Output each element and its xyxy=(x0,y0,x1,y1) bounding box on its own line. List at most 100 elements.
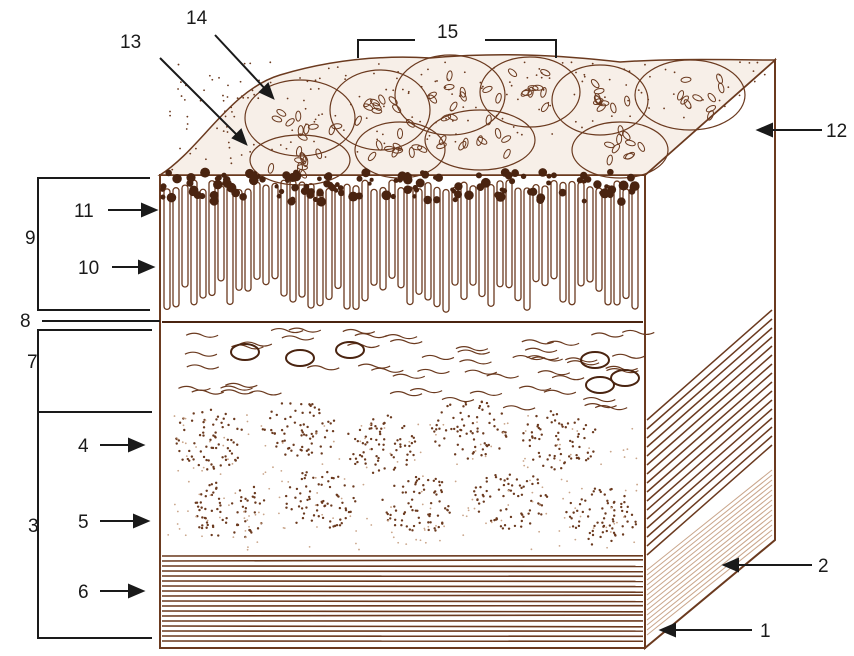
bundle-dot-faint xyxy=(315,477,317,479)
surface-dot xyxy=(249,63,251,65)
bundle-dot-faint xyxy=(316,492,318,494)
bundle-dot-faint xyxy=(247,546,249,548)
bundle-dot xyxy=(613,515,615,517)
bundle-dot xyxy=(435,428,437,430)
bundle-dot xyxy=(504,434,506,436)
surface-dot xyxy=(286,148,288,150)
surface-dot xyxy=(719,74,721,76)
bundle-dot xyxy=(242,506,244,508)
bundle-dot-faint xyxy=(561,479,563,481)
bundle-dot xyxy=(486,402,488,404)
bundle-dot xyxy=(203,426,205,428)
bundle-dot xyxy=(343,484,345,486)
bundle-dot xyxy=(437,514,439,516)
bundle-dot xyxy=(198,526,200,528)
bundle-dot-faint xyxy=(220,473,222,475)
bundle-dot-faint xyxy=(223,437,225,439)
bundle-dot xyxy=(585,424,587,426)
bundle-dot xyxy=(631,526,633,528)
bundle-dot xyxy=(221,456,223,458)
bundle-dot xyxy=(578,457,580,459)
bundle-dot xyxy=(480,454,482,456)
bundle-dot-faint xyxy=(593,527,595,529)
bundle-dot xyxy=(232,441,234,443)
bundle-dot xyxy=(474,494,476,496)
surface-dot xyxy=(227,131,229,133)
bundle-dot xyxy=(300,449,302,451)
label-3: 3 xyxy=(28,516,39,537)
surface-dot xyxy=(475,107,477,109)
bundle-dot xyxy=(191,455,193,457)
bundle-dot xyxy=(294,410,296,412)
bundle-dot xyxy=(309,411,311,413)
bundle-dot xyxy=(301,472,303,474)
bundle-dot xyxy=(411,509,413,511)
villus-tip xyxy=(496,193,501,198)
villus-tip xyxy=(316,197,326,207)
villus-tip xyxy=(505,172,513,180)
surface-dot xyxy=(517,132,519,134)
surface-dot xyxy=(396,77,398,79)
bundle-dot xyxy=(446,509,448,511)
bundle-dot xyxy=(337,476,339,478)
bundle-dot xyxy=(321,452,323,454)
bundle-dot xyxy=(318,408,320,410)
bundle-dot-faint xyxy=(384,427,386,429)
label-13: 13 xyxy=(120,32,141,53)
bundle-dot xyxy=(433,527,435,529)
surface-dot xyxy=(429,135,431,137)
villus-tip xyxy=(303,186,310,193)
bundle-dot xyxy=(609,524,611,526)
bundle-dot xyxy=(212,526,214,528)
bundle-dot-faint xyxy=(538,531,540,533)
bundle-dot xyxy=(476,499,478,501)
bundle-dot xyxy=(309,437,311,439)
bundle-dot xyxy=(281,402,283,404)
villus-tip xyxy=(527,188,534,195)
bundle-dot xyxy=(572,511,574,513)
bundle-dot xyxy=(181,458,183,460)
bundle-dot-faint xyxy=(282,442,284,444)
bundle-dot xyxy=(401,519,403,521)
bundle-dot xyxy=(236,511,238,513)
surface-dot xyxy=(584,76,586,78)
surface-dot xyxy=(307,80,309,82)
bundle-dot-faint xyxy=(209,441,211,443)
bundle-dot xyxy=(205,459,207,461)
bundle-dot xyxy=(394,519,396,521)
surface-dot xyxy=(249,151,251,153)
bundle-dot xyxy=(225,522,227,524)
bundle-dot xyxy=(202,421,204,423)
bundle-dot-faint xyxy=(185,418,187,420)
striation-line xyxy=(162,571,643,572)
bundle-dot xyxy=(401,427,403,429)
surface-dot xyxy=(343,129,345,131)
bundle-dot xyxy=(418,478,420,480)
bundle-dot-faint xyxy=(466,515,468,517)
bundle-dot-faint xyxy=(167,534,169,536)
bundle-dot-faint xyxy=(635,458,637,460)
surface-dot xyxy=(233,116,235,118)
bundle-dot xyxy=(510,516,512,518)
bundle-dot xyxy=(535,415,537,417)
bundle-dot xyxy=(321,476,323,478)
villus-tip xyxy=(316,189,323,196)
bundle-dot xyxy=(349,458,351,460)
bundle-dot xyxy=(438,444,440,446)
bundle-dot xyxy=(601,522,603,524)
bundle-dot xyxy=(434,490,436,492)
surface-dot xyxy=(310,88,312,90)
surface-dot xyxy=(253,144,255,146)
surface-dot xyxy=(205,158,207,160)
bundle-dot xyxy=(408,445,410,447)
bundle-dot xyxy=(223,418,225,420)
label-8: 8 xyxy=(20,311,31,332)
label-7: 7 xyxy=(27,352,38,373)
bundle-dot xyxy=(496,428,498,430)
surface-dot xyxy=(547,102,549,104)
bundle-dot-faint xyxy=(559,545,561,547)
bundle-dot-faint xyxy=(443,525,445,527)
bundle-dot-faint xyxy=(287,481,289,483)
bundle-dot-faint xyxy=(501,520,503,522)
bundle-dot xyxy=(253,486,255,488)
